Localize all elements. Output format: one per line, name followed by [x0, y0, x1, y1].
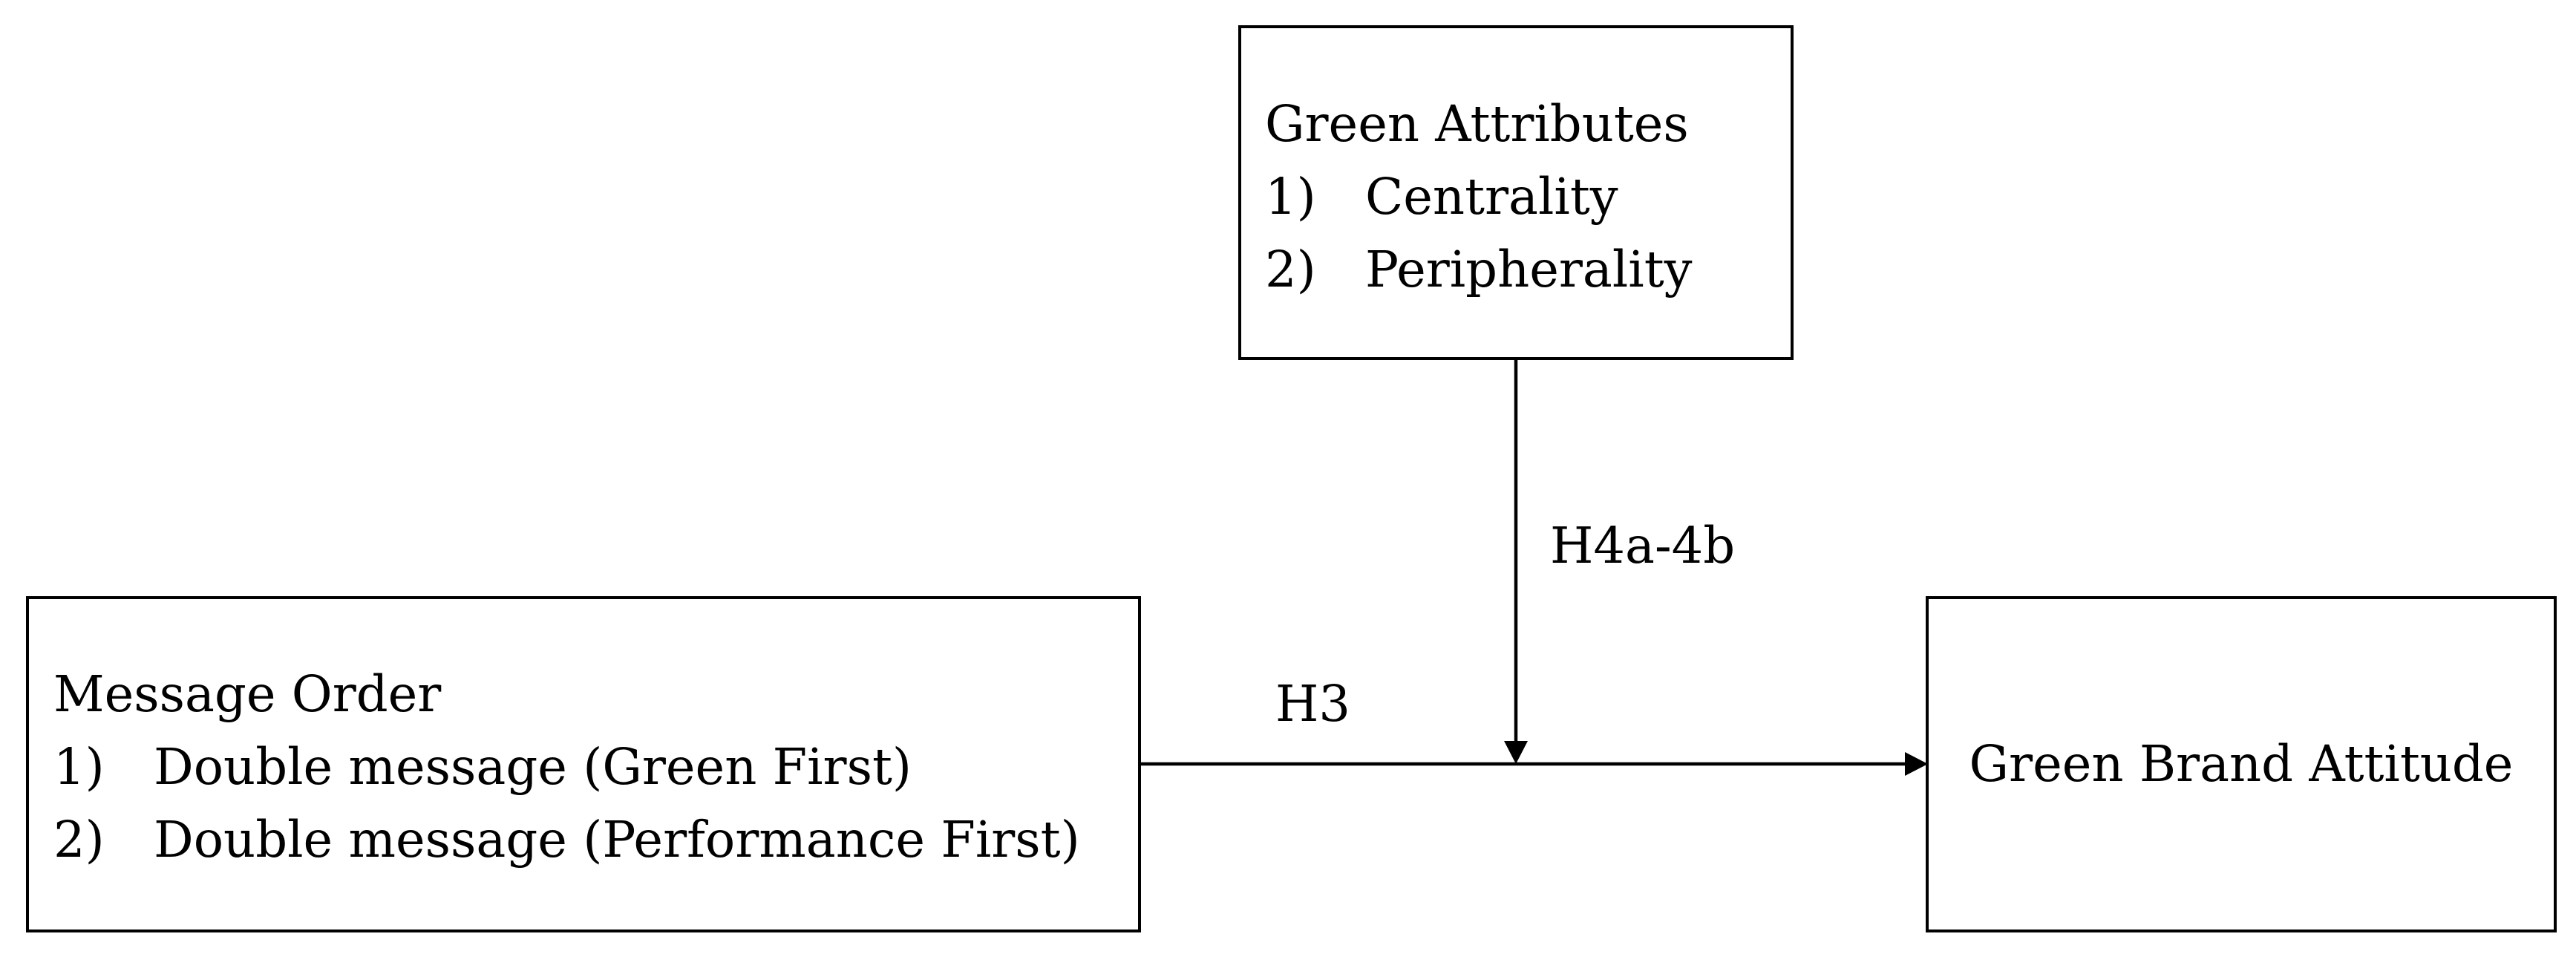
green-brand-attitude-text: Green Brand Attitude — [1926, 728, 2557, 800]
message-order-item: 2) Double message (Performance First) — [53, 803, 1080, 876]
list-item-label: Double message (Performance First) — [154, 811, 1080, 869]
green-attributes-title: Green Attributes — [1265, 95, 1689, 153]
list-number: 1) — [1265, 168, 1316, 226]
list-number: 2) — [1265, 241, 1316, 298]
green-brand-attitude-box — [1926, 596, 2557, 932]
list-item-label: Double message (Green First) — [154, 738, 912, 796]
message-order-title: Message Order — [53, 665, 442, 723]
moderation-arrowhead — [1504, 741, 1528, 764]
main-effect-arrowhead — [1905, 752, 1928, 776]
green-brand-attitude-title: Green Brand Attitude — [1969, 735, 2514, 793]
message-order-text: Message Order 1) Double message (Green Fi… — [53, 658, 1080, 876]
list-item-label: Peripherality — [1365, 241, 1693, 298]
message-order-box — [26, 596, 1141, 932]
green-attributes-box — [1238, 25, 1794, 360]
list-number: 2) — [53, 811, 105, 869]
green-attributes-text: Green Attributes 1) Centrality 2) Peripher… — [1265, 88, 1692, 306]
list-item-label: Centrality — [1365, 168, 1618, 226]
green-attributes-item: 1) Centrality — [1265, 160, 1692, 233]
h3-path-label: H3 — [1275, 675, 1351, 733]
message-order-item: 1) Double message (Green First) — [53, 731, 1080, 803]
green-attributes-item: 2) Peripherality — [1265, 233, 1692, 306]
h4-path-label: H4a-4b — [1550, 517, 1736, 575]
list-number: 1) — [53, 738, 105, 796]
